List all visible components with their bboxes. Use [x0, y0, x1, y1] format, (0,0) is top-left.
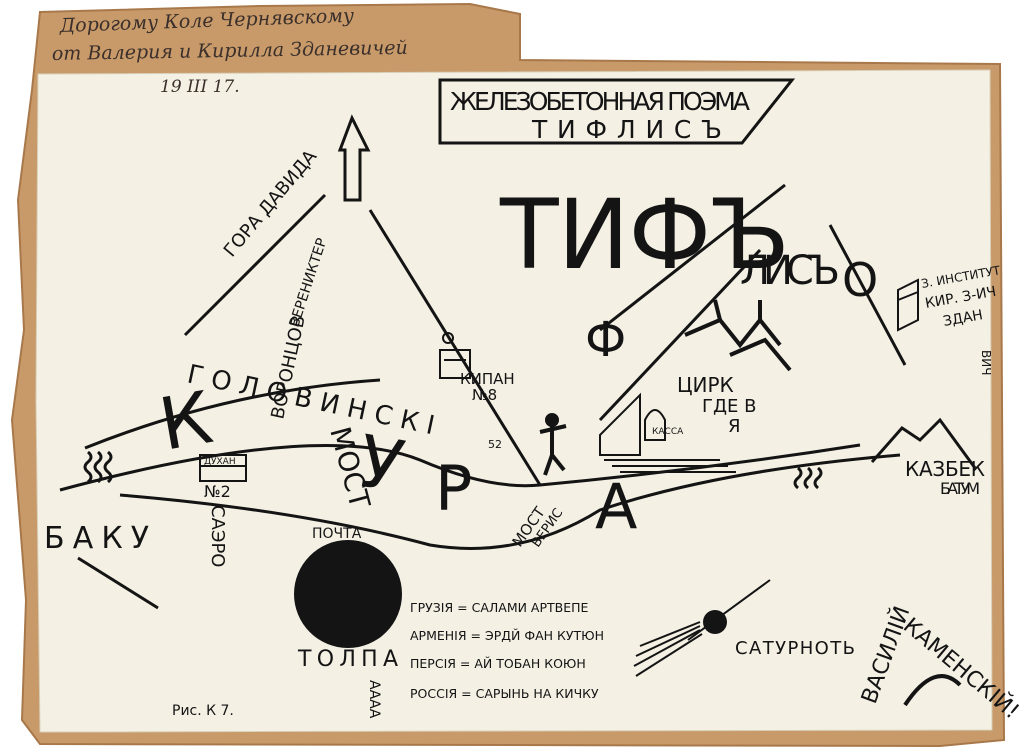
paper-sheet [35, 69, 993, 733]
kipan-number: №8 [472, 386, 497, 404]
figure-label: Рис. К 7. [172, 703, 234, 719]
saturn-planet [703, 610, 727, 634]
f-letter: Ф [585, 312, 626, 368]
tolpa-a-column: АААА [366, 680, 382, 719]
horse-riders-icon [684, 299, 792, 372]
circus-kassa: КАССА [652, 427, 684, 437]
circus-sub-1: ГДЕ В [702, 396, 756, 417]
dukhan-label: ДУХАН [204, 457, 236, 467]
title-line-2: ТИФЛИСЪ [531, 115, 722, 144]
dukhan-number: №2 [204, 482, 231, 501]
number-52: 52 [488, 438, 502, 451]
kipan-label: КИПАН [460, 370, 515, 388]
black-sun-circle [294, 540, 402, 648]
legend-line-1: ГРУЗІЯ = САЛАМИ АРТВЕПЕ [410, 600, 589, 615]
saturn-comet-icon [633, 579, 771, 677]
kipan-building-icon [439, 332, 471, 379]
right-inst-4: ВИЧ [979, 350, 993, 375]
circus-stage-icon [599, 392, 736, 473]
street-lines [77, 183, 907, 610]
swirl-mark [903, 674, 962, 707]
right-inst-3: ЗДАН [942, 307, 984, 330]
pochta-label: ПОЧТА [312, 526, 362, 542]
saturn-label: САТУРНОТЬ [735, 638, 855, 659]
dancer-figure [539, 413, 567, 476]
title-line-1: ЖЕЛЕЗОБЕТОННАЯ ПОЭМА [450, 87, 750, 116]
legend-line-4: РОССІЯ = САРЫНЬ НА КИЧКУ [410, 686, 599, 701]
date-mark: 19 III 17. [160, 77, 240, 97]
batum-label: БАТУМ [940, 479, 980, 498]
title-box [438, 78, 796, 145]
main-word: ТИФЪ [499, 179, 790, 291]
mountain-icon [870, 417, 977, 469]
institute-building-icon [897, 278, 919, 332]
wave-marks [83, 450, 823, 490]
river-letter-r: Р [435, 452, 472, 525]
river-letter-a: А [595, 470, 637, 543]
dukhan-sign-icon [199, 454, 247, 482]
circus-label: ЦИРК [677, 373, 734, 397]
circus-sub-2: Я [728, 416, 741, 437]
legend-line-2: АРМЕНІЯ = ЭРДЙ ФАН КУТЮН [410, 628, 604, 643]
tower-icon [337, 114, 371, 202]
kazbek-label: КАЗБЕК [905, 457, 985, 481]
dukhan-name: САЭРО [207, 505, 228, 567]
legend-line-3: ПЕРСІЯ = АЙ ТОБАН КОЮН [410, 656, 586, 671]
